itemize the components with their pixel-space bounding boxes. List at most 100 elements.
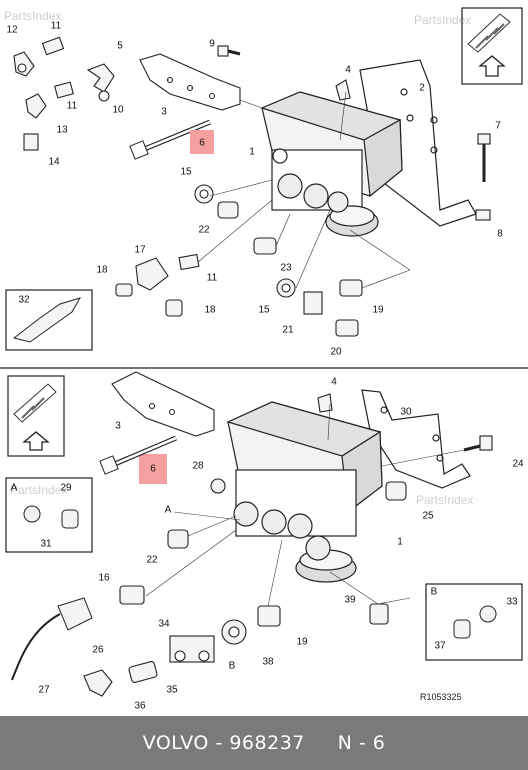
highlight-box xyxy=(139,454,167,484)
orientation-inset-bottom xyxy=(7,375,65,457)
fitting-11b xyxy=(54,81,74,99)
callout-label: 27 xyxy=(38,685,50,696)
watermark: PartsIndex xyxy=(414,13,471,27)
callout-label: 34 xyxy=(158,619,170,630)
fitting-20 xyxy=(335,319,359,337)
nut-10 xyxy=(98,90,110,102)
part-number: 968237 xyxy=(229,732,305,754)
cable-27 xyxy=(11,597,93,681)
fitting-14 xyxy=(23,133,39,151)
detail-inset-B xyxy=(425,583,523,661)
modulator-valve-unit-bottom xyxy=(226,401,383,583)
callout-label: 1 xyxy=(397,537,403,548)
callout-label: 33 xyxy=(506,597,518,608)
brand-label: VOLVO xyxy=(142,732,209,754)
clip-4-top xyxy=(335,79,351,101)
sensor-17 xyxy=(135,257,169,291)
callout-label: 20 xyxy=(330,347,342,358)
callout-label: 30 xyxy=(400,407,412,418)
modulator-valve-unit xyxy=(260,91,403,237)
callout-label: 7 xyxy=(495,121,501,132)
part-footer-bar: VOLVO - 968237 N - 6 xyxy=(0,716,528,770)
fitting-36 xyxy=(83,669,113,697)
fitting-39 xyxy=(369,603,389,625)
plug-23 xyxy=(253,237,277,255)
callout-label: 6 xyxy=(199,138,205,149)
fitting-19 xyxy=(339,279,363,297)
fitting-38 xyxy=(221,619,247,645)
bolt-long-bottom xyxy=(99,435,177,475)
fitting-18a xyxy=(115,283,133,297)
callout-label: 32 xyxy=(18,295,30,306)
detail-inset-32 xyxy=(5,289,93,351)
clip-4-bottom xyxy=(317,393,333,413)
callout-label: 39 xyxy=(344,595,356,606)
callout-label: 28 xyxy=(192,461,204,472)
sensor-16 xyxy=(119,585,145,605)
watermark: PartsIndex xyxy=(4,9,61,23)
drawing-reference: R1053325 xyxy=(420,692,462,702)
callout-label: 8 xyxy=(497,229,503,240)
callout-label: 10 xyxy=(112,105,124,116)
fitting-elbow-5 xyxy=(86,63,115,93)
plug-22-bottom xyxy=(167,529,189,549)
callout-label: 9 xyxy=(209,39,215,50)
watermark: PartsIndex xyxy=(10,483,67,497)
bracket-30 xyxy=(361,389,471,489)
callout-label: 11 xyxy=(67,101,78,112)
callout-label: 1 xyxy=(249,147,255,158)
plug-22 xyxy=(217,201,239,219)
fitting-elbow xyxy=(13,51,35,77)
callout-label: 26 xyxy=(92,645,104,656)
callout-label: 19 xyxy=(296,637,308,648)
callout-label: 29 xyxy=(60,483,72,494)
leader-lines-bottom xyxy=(145,403,465,607)
mounting-rail xyxy=(139,53,241,111)
callout-label: 4 xyxy=(345,65,351,76)
mounting-rail-bottom xyxy=(111,371,215,437)
callout-label: 14 xyxy=(48,157,60,168)
inset-letter: A xyxy=(11,483,18,494)
callout-label: 18 xyxy=(96,265,108,276)
callout-label: 13 xyxy=(56,125,68,136)
callout-label: 11 xyxy=(207,273,218,284)
bolt-long xyxy=(129,119,211,160)
detail-inset-A xyxy=(5,477,93,553)
callout-label: 3 xyxy=(115,421,121,432)
nut-28 xyxy=(210,478,226,494)
page-label: N - 6 xyxy=(337,732,386,754)
callout-label: 24 xyxy=(512,459,524,470)
orientation-inset-top xyxy=(461,7,523,85)
callout-label: B xyxy=(229,661,236,672)
callout-label: 22 xyxy=(198,225,210,236)
mounting-bracket xyxy=(359,59,477,227)
callout-label: 21 xyxy=(282,325,294,336)
callout-label: 4 xyxy=(331,377,337,388)
gap xyxy=(305,732,338,754)
callout-label: 2 xyxy=(419,83,425,94)
fitting-35 xyxy=(128,661,158,683)
separator: - xyxy=(208,732,230,754)
leader-lines-top xyxy=(197,91,411,289)
fitting-11c xyxy=(178,253,200,271)
fitting-straight xyxy=(41,36,65,56)
callout-label: 11 xyxy=(51,21,62,32)
callout-label: 38 xyxy=(262,657,274,668)
screw-9 xyxy=(217,45,241,57)
connector-21 xyxy=(303,291,323,315)
fitting-15b xyxy=(276,278,296,298)
callout-label: 22 xyxy=(146,555,158,566)
callout-label: 19 xyxy=(372,305,384,316)
nut-8 xyxy=(475,209,491,221)
callout-label: 12 xyxy=(6,25,18,36)
fitting-18b xyxy=(165,299,183,317)
callout-label: 31 xyxy=(40,539,52,550)
plug-25 xyxy=(385,481,407,501)
callout-label: A xyxy=(165,505,172,516)
callout-label: 35 xyxy=(166,685,178,696)
exploded-parts-diagram: PartsIndex PartsIndex PartsIndex PartsIn… xyxy=(0,7,528,712)
callout-label: 36 xyxy=(134,701,146,712)
callout-label: 3 xyxy=(161,107,167,118)
inset-letter: B xyxy=(431,587,438,598)
callout-label: 23 xyxy=(280,263,292,274)
